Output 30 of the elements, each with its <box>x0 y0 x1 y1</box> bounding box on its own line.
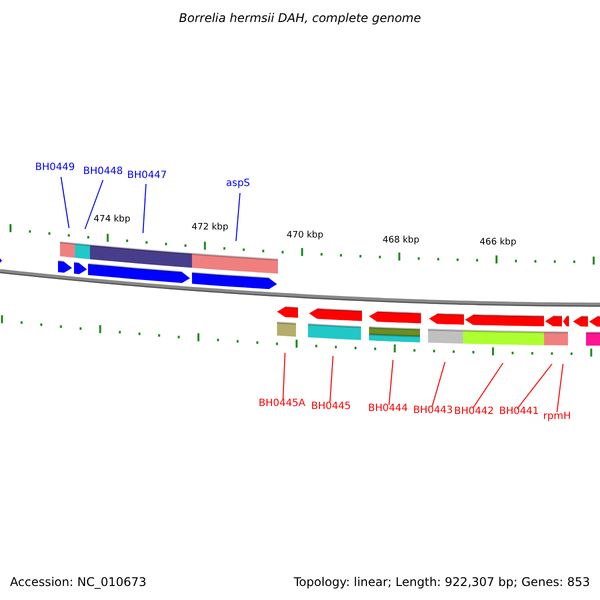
leader-line <box>432 362 446 408</box>
gene-label: BH0445A <box>258 399 306 409</box>
leader-line <box>472 362 504 408</box>
leader-line <box>60 176 70 228</box>
gene-label: BH0442 <box>454 407 494 417</box>
tick-label: 466 kbp <box>480 238 516 248</box>
accession-text: Accession: NC_010673 <box>10 576 146 588</box>
gene-label: BH0449 <box>35 163 75 173</box>
gene-label: BH0443 <box>413 406 453 416</box>
gene-label: BH0441 <box>499 407 539 417</box>
title: Borrelia hermsii DAH, complete genome <box>178 12 422 24</box>
leader-line <box>330 356 334 402</box>
leader-line <box>236 192 240 242</box>
genome-info-text: Topology: linear; Length: 922,307 bp; Genes: 853 <box>294 576 590 588</box>
leader-line <box>556 364 564 412</box>
leader-line <box>388 360 394 406</box>
leader-line <box>84 180 104 230</box>
leader-line <box>516 364 552 410</box>
leader-line <box>142 184 146 234</box>
gene-label: BH0447 <box>127 171 167 181</box>
tick-label: 470 kbp <box>286 232 324 240</box>
gene-label: aspS <box>226 179 250 189</box>
gene-label: BH0445 <box>311 402 351 412</box>
tick-label: 468 kbp <box>382 236 420 246</box>
leader-line <box>282 352 286 400</box>
tick-label: 474 kbp <box>94 216 130 224</box>
tick-label: 472 kbp <box>192 224 228 232</box>
gene-label: BH0444 <box>368 404 408 414</box>
gene-label: BH0448 <box>83 167 123 177</box>
gene-label: rpmH <box>543 412 571 422</box>
